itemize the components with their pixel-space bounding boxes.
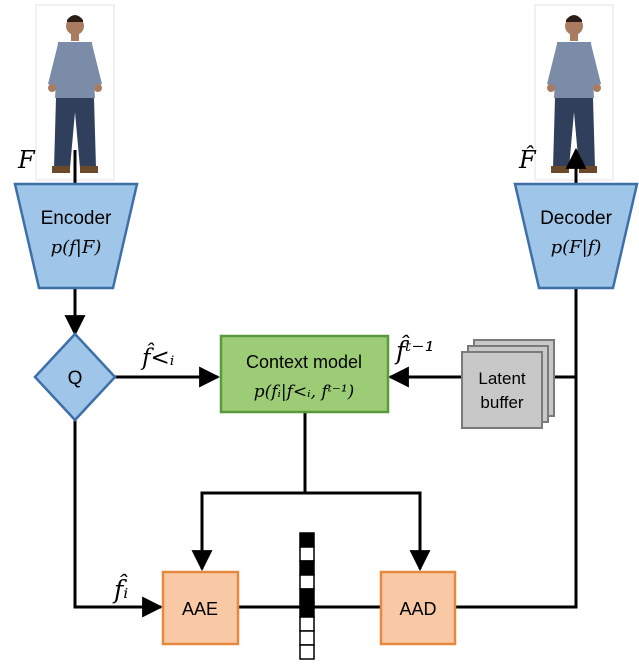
aad-block: AAD xyxy=(379,570,457,646)
encoder-formula: p(f|F) xyxy=(51,237,102,258)
edge-q-to-aae xyxy=(73,420,164,618)
quantizer-block: Q xyxy=(33,332,117,422)
encoder-block: Encoder p(f|F) xyxy=(13,182,139,290)
bitstream xyxy=(299,532,315,660)
aae-label: AAE xyxy=(182,599,218,619)
encoder-title: Encoder xyxy=(41,208,112,229)
decoder-formula: p(F|f) xyxy=(551,237,602,258)
edge-aad-to-decoder xyxy=(455,288,578,609)
context-model-title: Context model xyxy=(246,352,362,372)
quantizer-label: Q xyxy=(68,368,83,389)
decoder-title: Decoder xyxy=(540,208,612,229)
aad-label: AAD xyxy=(399,599,436,619)
edge-label-buffer-to-context: f̂ᵗ⁻¹ xyxy=(394,336,435,365)
latent-buffer-line1: Latent xyxy=(478,369,526,388)
output-person-image xyxy=(534,4,614,181)
input-symbol: F xyxy=(17,146,36,174)
aae-block: AAE xyxy=(161,570,240,646)
latent-buffer-block: Latent buffer xyxy=(461,339,555,429)
connectors xyxy=(64,147,587,618)
decoder-block: Decoder p(F|f) xyxy=(513,182,639,290)
edge-context-split xyxy=(200,491,422,569)
context-model-block: Context model p(fᵢ|f<ᵢ, fᵗ⁻¹) xyxy=(219,334,390,414)
latent-buffer-line2: buffer xyxy=(480,393,524,412)
edge-label-q-to-context: f̂<ᵢ xyxy=(140,344,174,371)
context-model-formula: p(fᵢ|f<ᵢ, fᵗ⁻¹) xyxy=(254,382,355,402)
output-symbol: F̂ xyxy=(518,146,537,174)
edge-label-q-to-aae: f̂ᵢ xyxy=(112,575,129,604)
